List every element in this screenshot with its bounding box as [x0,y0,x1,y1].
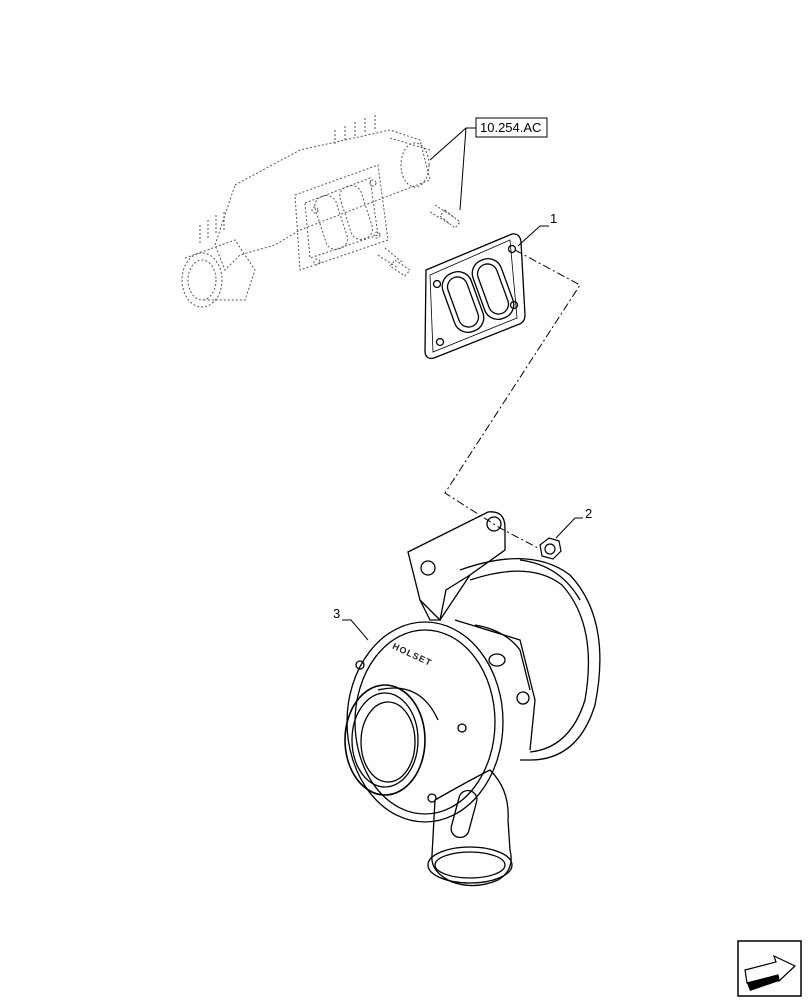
callout-2: 2 [555,506,592,539]
assembly-centerline [444,249,581,549]
reference-label: 10.254.AC [480,120,541,135]
reference-leaders [429,127,476,211]
turbo-brand-label: HOLSET [391,641,434,668]
turbocharger [344,511,601,887]
callout-2-number: 2 [585,506,592,521]
callout-1: 1 [517,211,557,247]
exhaust-manifold [181,115,461,308]
callout-1-number: 1 [550,211,557,226]
next-page-arrow-icon[interactable] [737,940,802,997]
callout-3: 3 [333,606,369,641]
nut [539,537,562,560]
gasket [424,233,526,360]
reference-box[interactable]: 10.254.AC [475,117,548,138]
callout-3-number: 3 [333,606,340,621]
